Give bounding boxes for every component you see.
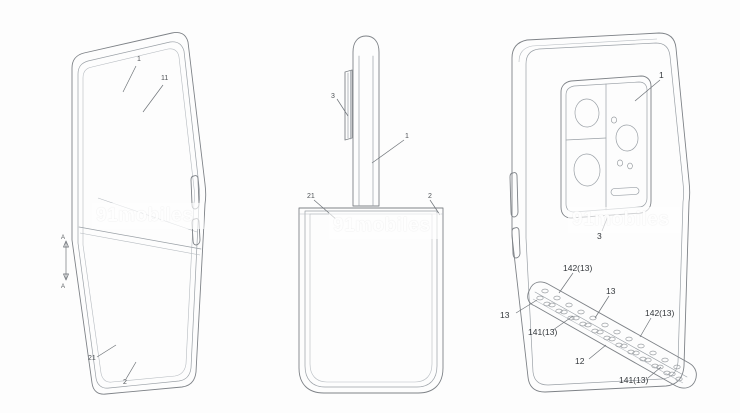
label-141-13-right: 141(13) (619, 375, 648, 385)
right-hinge-strip-outer (527, 281, 697, 389)
middle-lower-body-screen (309, 213, 433, 383)
right-back-panel (525, 42, 685, 386)
label-2-body: 2 (428, 193, 432, 200)
middle-folded-spine (352, 35, 380, 207)
right-lead-142-upper (558, 272, 574, 294)
left-device-inner-bezel (77, 41, 201, 389)
section-marker-label-bottom: A (61, 284, 65, 290)
right-camera-divider-horizontal (565, 137, 607, 141)
right-camera-lens-2 (573, 153, 601, 187)
left-section-arrow (63, 240, 69, 281)
label-1-rear: 1 (659, 70, 664, 80)
middle-hinge-strip (344, 69, 353, 141)
right-lead-142-right (639, 317, 652, 338)
right-edge-highlight (518, 38, 658, 63)
label-3-hinge: 3 (331, 93, 335, 100)
left-device-outer-body (71, 31, 207, 395)
right-lead-3 (601, 215, 609, 232)
right-lead-13-left (515, 299, 538, 314)
right-camera-sensor-1 (611, 116, 617, 124)
right-device-outer-body (511, 32, 691, 393)
fig-left-group (63, 31, 207, 395)
right-camera-lens-3 (615, 124, 639, 152)
label-13-upper: 13 (606, 286, 616, 296)
middle-lead-3 (336, 98, 349, 117)
label-141-13-left: 141(13) (528, 327, 557, 337)
left-fold-crease-shadow (79, 232, 201, 256)
label-142-13-upper: 142(13) (563, 263, 592, 273)
label-142-13-right: 142(13) (645, 308, 674, 318)
section-marker-label-top: A (61, 235, 65, 241)
label-13-left: 13 (500, 310, 510, 320)
label-3-camera: 3 (597, 231, 602, 241)
right-camera-sensor-3 (627, 162, 633, 170)
fig-right-group (509, 32, 697, 393)
left-display-screen (82, 48, 196, 383)
left-lead-21 (96, 344, 117, 358)
right-lead-1 (634, 79, 661, 102)
middle-lower-body-outer (298, 207, 444, 394)
right-camera-sensor-2 (617, 159, 623, 167)
left-lead-2 (125, 361, 137, 380)
right-power-button[interactable] (511, 227, 521, 259)
label-12-hinge: 12 (575, 356, 585, 366)
left-fold-crease (78, 226, 202, 250)
middle-lead-2 (429, 199, 441, 216)
right-camera-lens-1 (574, 98, 600, 128)
label-11: 11 (161, 75, 168, 82)
label-1-top: 1 (137, 56, 141, 63)
right-lead-141-right (647, 366, 662, 379)
label-21-body: 21 (307, 193, 315, 200)
middle-lead-1 (371, 139, 405, 164)
right-lead-141-left (552, 315, 574, 331)
middle-lower-body-inner (304, 210, 438, 388)
right-lead-12 (588, 344, 607, 360)
label-21-bottom: 21 (88, 355, 96, 362)
left-volume-rocker[interactable] (190, 175, 200, 210)
label-1-spine: 1 (405, 133, 409, 140)
left-lead-1 (122, 65, 137, 93)
label-2-bottom: 2 (123, 379, 127, 386)
right-lead-13-upper (594, 295, 610, 319)
right-camera-flash (610, 187, 640, 196)
right-volume-rocker[interactable] (509, 172, 519, 218)
fig-middle-group (298, 35, 444, 394)
middle-lead-21 (313, 199, 338, 221)
right-camera-module-plate (560, 75, 652, 219)
right-hinge-strip-inner (534, 291, 688, 378)
right-hinge-perforations (536, 288, 683, 382)
left-lead-11 (142, 84, 164, 113)
label-text-layer: 1 11 21 2 A A 3 1 21 2 1 3 142(13) 13 13… (61, 56, 674, 386)
left-panel-edge (97, 197, 198, 233)
